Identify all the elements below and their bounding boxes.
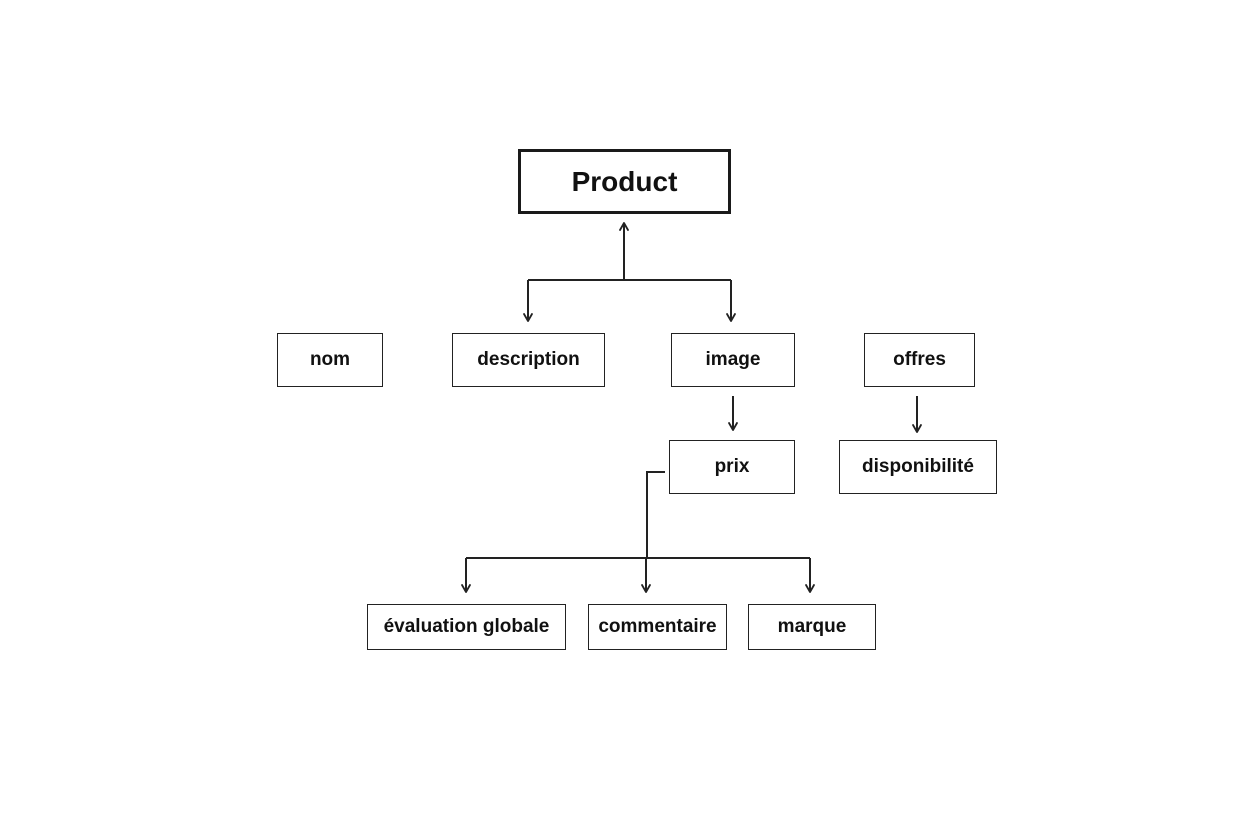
node-prix-label: prix [714, 456, 750, 477]
node-description: description [452, 333, 605, 387]
node-commentaire: commentaire [588, 604, 727, 650]
node-product-label: Product [571, 165, 678, 197]
node-offres: offres [864, 333, 975, 387]
node-evaluation-globale: évaluation globale [367, 604, 566, 650]
node-commentaire-label: commentaire [598, 616, 717, 637]
node-product: Product [518, 149, 731, 214]
connector-prix-trunk [646, 471, 665, 558]
node-nom-label: nom [309, 349, 351, 370]
node-description-label: description [477, 349, 580, 370]
node-marque-label: marque [777, 616, 847, 637]
node-disponibilite: disponibilité [839, 440, 997, 494]
node-image: image [671, 333, 795, 387]
node-offres-label: offres [893, 349, 946, 370]
node-nom: nom [277, 333, 383, 387]
node-evaluation-globale-label: évaluation globale [383, 616, 550, 637]
node-marque: marque [748, 604, 876, 650]
node-prix: prix [669, 440, 795, 494]
node-image-label: image [705, 349, 761, 370]
node-disponibilite-label: disponibilité [862, 456, 974, 477]
